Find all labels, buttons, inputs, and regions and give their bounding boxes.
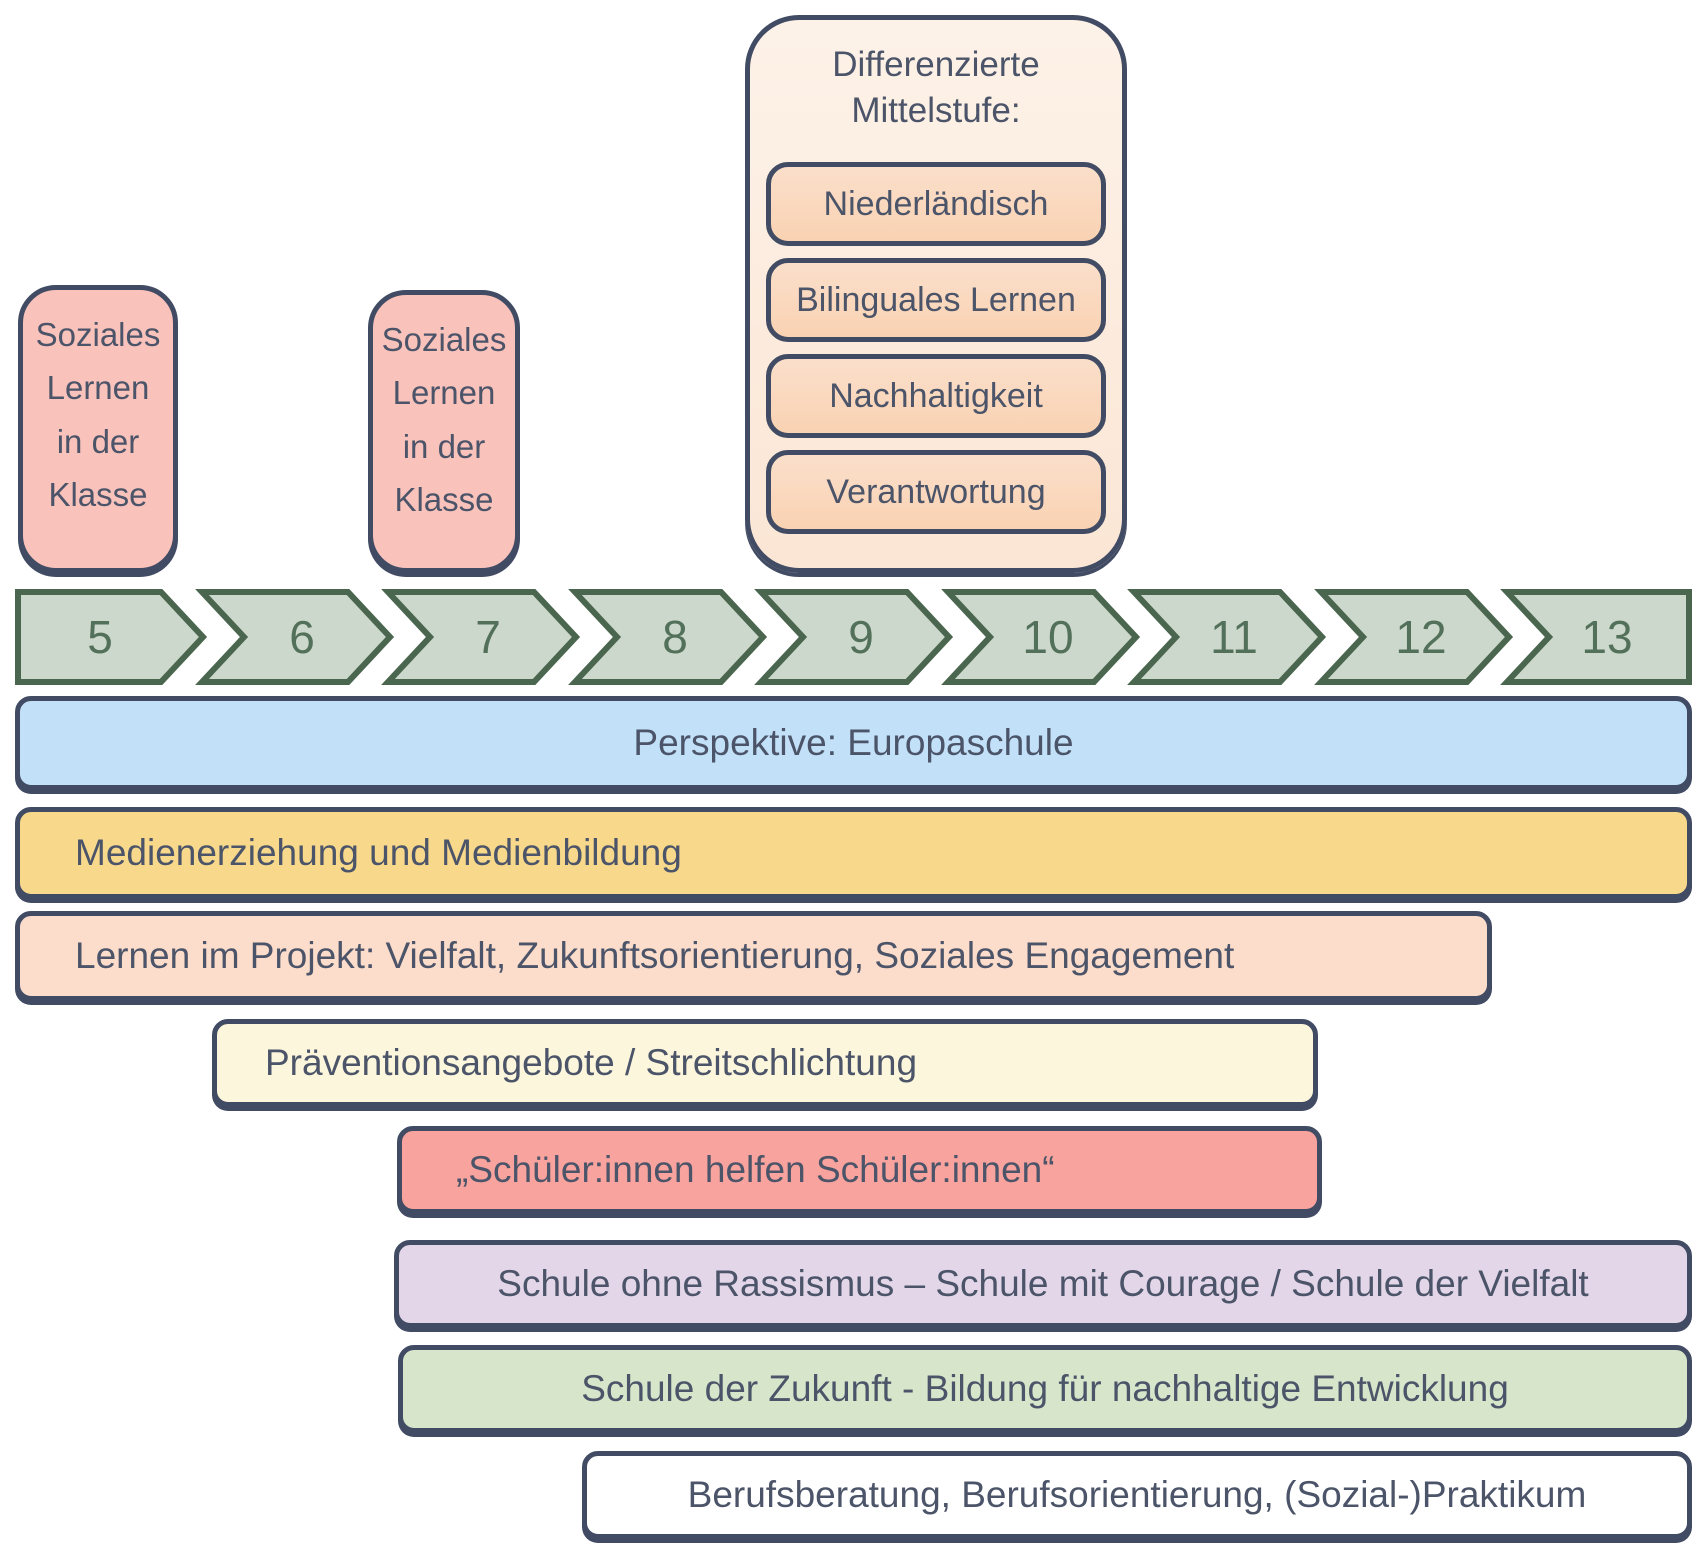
bar-perspektive-europaschule: Perspektive: Europaschule bbox=[15, 696, 1692, 790]
grade-timeline-svg: 5 6 7 8 9 10 11 12 13 bbox=[15, 589, 1692, 685]
bar-praeventionsangebote: Präventionsangebote / Streitschlichtung bbox=[212, 1019, 1318, 1107]
note-soziales-lernen-grade7: Soziales Lernen in der Klasse bbox=[368, 290, 520, 573]
mittelstufe-item-bilinguales-lernen: Bilinguales Lernen bbox=[766, 258, 1106, 343]
grade-label: 6 bbox=[289, 611, 315, 663]
bar-schule-ohne-rassismus: Schule ohne Rassismus – Schule mit Coura… bbox=[394, 1240, 1692, 1328]
grade-label: 9 bbox=[848, 611, 874, 663]
bar-berufsberatung: Berufsberatung, Berufsorientierung, (Soz… bbox=[582, 1451, 1692, 1539]
grade-chevron-12 bbox=[1314, 589, 1514, 685]
grade-chevron-13 bbox=[1500, 589, 1692, 685]
note-soziales-lernen-grade5: Soziales Lernen in der Klasse bbox=[18, 285, 178, 573]
grade-chevron-7 bbox=[381, 589, 581, 685]
grade-chevron-6 bbox=[195, 589, 395, 685]
bar-schule-der-zukunft: Schule der Zukunft - Bildung für nachhal… bbox=[398, 1345, 1692, 1433]
grade-label: 13 bbox=[1581, 611, 1632, 663]
mittelstufe-item-niederlaendisch: Niederländisch bbox=[766, 162, 1106, 247]
grade-chevron-9 bbox=[754, 589, 954, 685]
bar-medienerziehung: Medienerziehung und Medienbildung bbox=[15, 807, 1692, 899]
bar-schueler-helfen-schueler: „Schüler:innen helfen Schüler:innen“ bbox=[397, 1126, 1322, 1214]
mittelstufe-item-verantwortung: Verantwortung bbox=[766, 450, 1106, 535]
grade-label: 5 bbox=[87, 611, 113, 663]
grade-label: 8 bbox=[662, 611, 688, 663]
grade-label: 11 bbox=[1210, 611, 1258, 663]
mittelstufe-item-nachhaltigkeit: Nachhaltigkeit bbox=[766, 354, 1106, 439]
grade-label: 10 bbox=[1022, 611, 1073, 663]
bar-lernen-im-projekt: Lernen im Projekt: Vielfalt, Zukunftsori… bbox=[15, 911, 1492, 1001]
grade-timeline: 5 6 7 8 9 10 11 12 13 bbox=[15, 589, 1692, 685]
mittelstufe-title: Differenzierte Mittelstufe: bbox=[832, 45, 1040, 131]
grade-label: 7 bbox=[475, 611, 501, 663]
mittelstufe-panel: Differenzierte Mittelstufe: Niederländis… bbox=[745, 15, 1127, 573]
grade-label: 12 bbox=[1395, 611, 1446, 663]
grade-chevron-10 bbox=[941, 589, 1141, 685]
grade-chevron-11 bbox=[1127, 589, 1327, 685]
grade-chevron-5 bbox=[15, 589, 208, 685]
grade-chevron-8 bbox=[568, 589, 768, 685]
